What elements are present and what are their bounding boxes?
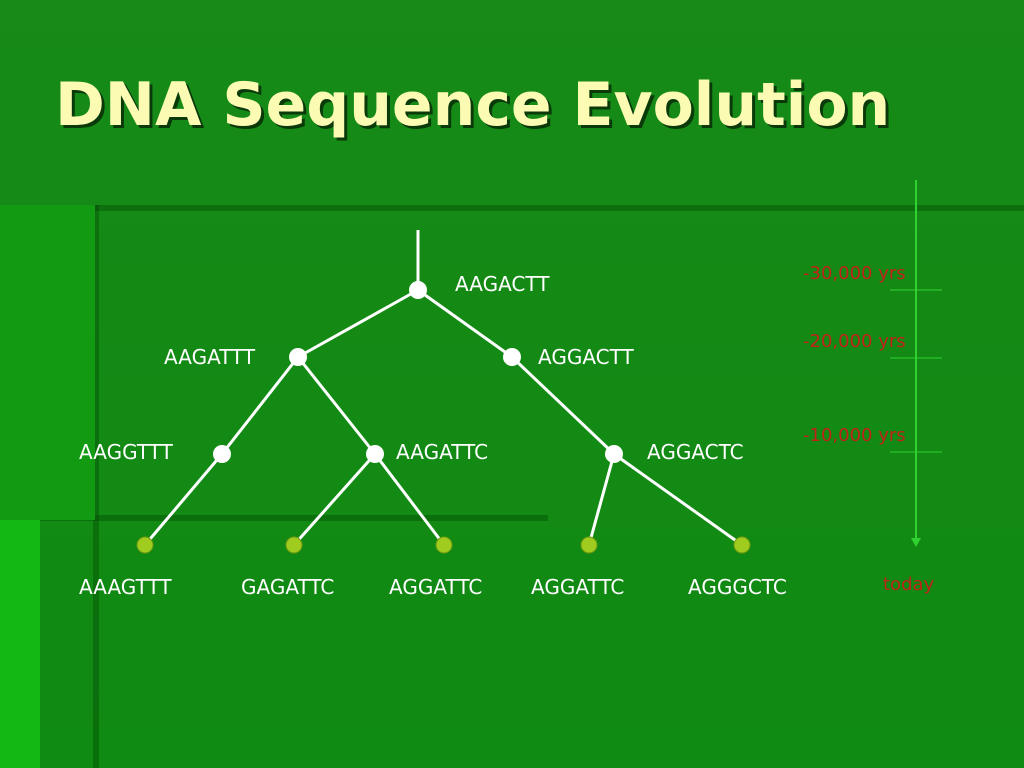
node-aggactc <box>605 445 623 463</box>
node-aagattc <box>366 445 384 463</box>
label-level2-right: AGGACTT <box>538 345 634 369</box>
time-axis <box>890 180 942 547</box>
branch-aagattc-to-leaf3 <box>373 453 446 546</box>
leaf-node-3 <box>435 536 453 554</box>
branch-aggactt-to-aggactc <box>510 355 616 456</box>
label-leaf-3: AGGATTC <box>389 575 482 599</box>
panel-lower-left <box>0 520 40 768</box>
node-root <box>409 281 427 299</box>
panel-left-border <box>93 205 99 768</box>
node-aagattt <box>289 348 307 366</box>
label-level2-left: AAGATTT <box>164 345 256 369</box>
panel-top-border <box>95 205 1024 211</box>
label-leaf-2: GAGATTC <box>241 575 334 599</box>
branch-aagattc-to-leaf2 <box>292 453 377 546</box>
leaf-node-1 <box>136 536 154 554</box>
label-level3-left: AAGGTTT <box>79 440 174 464</box>
label-leaf-4: AGGATTC <box>531 575 624 599</box>
node-aaggttt <box>213 445 231 463</box>
time-label-10000: -10,000 yrs <box>803 425 906 446</box>
tree-branches <box>143 230 743 547</box>
label-level3-right: AGGACTC <box>647 440 744 464</box>
time-label-today: today <box>883 574 935 595</box>
branch-aagattt-to-aaggttt <box>220 356 300 455</box>
time-label-30000: -30,000 yrs <box>803 263 906 284</box>
leaf-nodes <box>136 536 751 554</box>
leaf-node-5 <box>733 536 751 554</box>
branch-aaggttt-to-leaf1 <box>143 453 224 546</box>
branch-root-to-aggactt <box>417 288 513 359</box>
panel-mid-border <box>36 515 548 521</box>
node-aggactt <box>503 348 521 366</box>
leaf-node-2 <box>285 536 303 554</box>
time-arrow-head <box>911 538 921 547</box>
panel-upper-left <box>0 205 95 520</box>
label-level3-mid: AAGATTC <box>396 440 488 464</box>
internal-nodes <box>213 281 623 463</box>
branch-aggactc-to-leaf4 <box>587 453 616 546</box>
branch-aagattt-to-aagattc <box>296 356 377 455</box>
time-label-20000: -20,000 yrs <box>803 331 906 352</box>
branch-root-to-aagattt <box>297 288 419 359</box>
branch-aggactc-to-leaf5 <box>613 452 743 547</box>
slide-title: DNA Sequence Evolution <box>55 70 891 140</box>
label-leaf-1: AAAGTTT <box>79 575 172 599</box>
leaf-node-4 <box>580 536 598 554</box>
label-root: AAGACTT <box>455 272 550 296</box>
label-leaf-5: AGGGCTC <box>688 575 787 599</box>
